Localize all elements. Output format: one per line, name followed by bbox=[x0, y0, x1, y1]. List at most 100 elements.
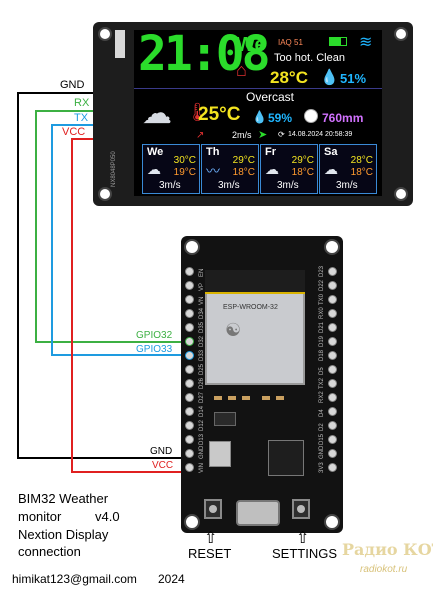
pin bbox=[185, 393, 194, 402]
house-icon: ⌂ bbox=[236, 60, 247, 80]
pin bbox=[328, 365, 337, 374]
pin bbox=[185, 351, 194, 360]
usb-port bbox=[236, 500, 280, 526]
weekday: We bbox=[236, 34, 266, 56]
pin-label: D26 bbox=[199, 377, 205, 389]
mount-hole bbox=[98, 27, 112, 41]
pin-label: RX2 bbox=[319, 391, 325, 403]
pin-label: GND bbox=[199, 445, 205, 459]
mount-hole bbox=[324, 514, 340, 530]
pin-label: GND bbox=[319, 445, 325, 459]
forecast-card: Th 〰 29°C 18°C 3m/s bbox=[201, 144, 259, 194]
forecast-low: 18°C bbox=[350, 167, 373, 178]
iaq-label: IAQ 51 bbox=[278, 38, 303, 47]
pin bbox=[185, 267, 194, 276]
module-name: ESP-WROOM-32 bbox=[223, 304, 278, 311]
rain-cloud-icon: ☁ bbox=[265, 161, 279, 177]
forecast-card: Fr ☁ 29°C 18°C 3m/s bbox=[260, 144, 318, 194]
watermark-url: radiokot.ru bbox=[360, 564, 408, 575]
pressure: 760mm bbox=[322, 111, 364, 125]
arrow-icon: ➤ bbox=[258, 129, 268, 141]
forecast-wind: 3m/s bbox=[336, 180, 358, 191]
espressif-logo-icon: ☯ bbox=[225, 320, 242, 340]
title-line-3: Nextion Display bbox=[18, 527, 109, 542]
display-gnd-label: GND bbox=[60, 79, 85, 91]
drop-icon: 💧 bbox=[252, 110, 267, 124]
pin-label: VIN bbox=[199, 462, 205, 473]
pin bbox=[185, 365, 194, 374]
forecast-day: We bbox=[147, 146, 164, 158]
forecast-high: 29°C bbox=[232, 155, 255, 166]
wind-icon: 〰 bbox=[206, 163, 220, 179]
clock: 21:08 bbox=[138, 26, 270, 82]
forecast-low: 18°C bbox=[232, 167, 255, 178]
vcc-wire bbox=[71, 138, 190, 473]
pin bbox=[328, 337, 337, 346]
update-time: 14.08.2024 20:58:39 bbox=[288, 131, 353, 138]
barometer-icon bbox=[304, 109, 318, 123]
footer-year: 2024 bbox=[158, 572, 185, 586]
model-label: NX8048P050 bbox=[111, 151, 117, 187]
pin bbox=[185, 295, 194, 304]
esp-vcc-label: VCC bbox=[152, 460, 174, 471]
reset-label: RESET bbox=[188, 546, 232, 561]
footer-email: himikat123@gmail.com bbox=[12, 572, 137, 586]
connector-header bbox=[115, 30, 125, 58]
wind-speed: 2m/s bbox=[232, 130, 252, 140]
pin-label: D32 bbox=[199, 335, 205, 347]
pin-label: D35 bbox=[199, 321, 205, 333]
indoor-humidity: 51% bbox=[340, 71, 367, 86]
pin-label: D5 bbox=[319, 367, 325, 375]
pin-label: VP bbox=[199, 282, 205, 291]
pin bbox=[328, 295, 337, 304]
wind-direction-icon: ↗ bbox=[196, 130, 205, 141]
settings-label: SETTINGS bbox=[272, 546, 338, 561]
cloud-icon: ☁ bbox=[142, 97, 172, 130]
forecast-wind: 3m/s bbox=[159, 180, 181, 191]
title-line-2b: v4.0 bbox=[95, 509, 120, 524]
regulator bbox=[209, 441, 231, 467]
mount-hole bbox=[184, 514, 200, 530]
pin bbox=[185, 379, 194, 388]
rain-cloud-icon: ☁ bbox=[324, 161, 338, 177]
esp-gpio33-label: GPIO33 bbox=[136, 344, 173, 355]
esp-gpio32-label: GPIO32 bbox=[136, 330, 173, 341]
thermometer-icon: 🌡 bbox=[186, 102, 209, 122]
usb-uart-chip bbox=[268, 440, 304, 476]
pin bbox=[328, 281, 337, 290]
drop-icon: 💧 bbox=[320, 69, 339, 86]
forecast-day: Th bbox=[206, 146, 220, 158]
display-rx-label: RX bbox=[74, 97, 90, 109]
gnd-wire-top bbox=[17, 92, 182, 459]
pin-label: D14 bbox=[199, 405, 205, 417]
mount-hole bbox=[394, 187, 408, 201]
outdoor-temp: 25°C bbox=[198, 104, 241, 125]
forecast-day: Fr bbox=[265, 146, 276, 158]
antenna-area bbox=[205, 270, 305, 294]
pin-label: TX0 bbox=[319, 293, 325, 305]
pin-label: D2 bbox=[319, 423, 325, 431]
pin-label: D22 bbox=[319, 279, 325, 291]
pin-label: TX2 bbox=[319, 377, 325, 389]
pin-label: D13 bbox=[199, 433, 205, 445]
pin bbox=[185, 407, 194, 416]
pin bbox=[185, 421, 194, 430]
pin-label: 3V3 bbox=[319, 462, 325, 473]
title-line-4: connection bbox=[18, 544, 81, 559]
pin bbox=[328, 463, 337, 472]
update-icon: ⟳ bbox=[278, 130, 285, 139]
right-pin-header bbox=[328, 267, 340, 472]
forecast-high: 30°C bbox=[173, 155, 196, 166]
pin-label: D34 bbox=[199, 307, 205, 319]
boot-button[interactable] bbox=[292, 499, 310, 519]
forecast-wind: 3m/s bbox=[218, 180, 240, 191]
condition: Overcast bbox=[246, 90, 295, 104]
rain-cloud-icon: ☁ bbox=[147, 161, 161, 177]
divider-line bbox=[134, 88, 382, 89]
display-vcc-label: VCC bbox=[62, 126, 86, 138]
pin bbox=[328, 267, 337, 276]
title-line-1: BIM32 Weather bbox=[18, 491, 109, 506]
reset-button[interactable] bbox=[204, 499, 222, 519]
pin bbox=[185, 323, 194, 332]
forecast-card: We ☁ 30°C 19°C 3m/s bbox=[142, 144, 200, 194]
